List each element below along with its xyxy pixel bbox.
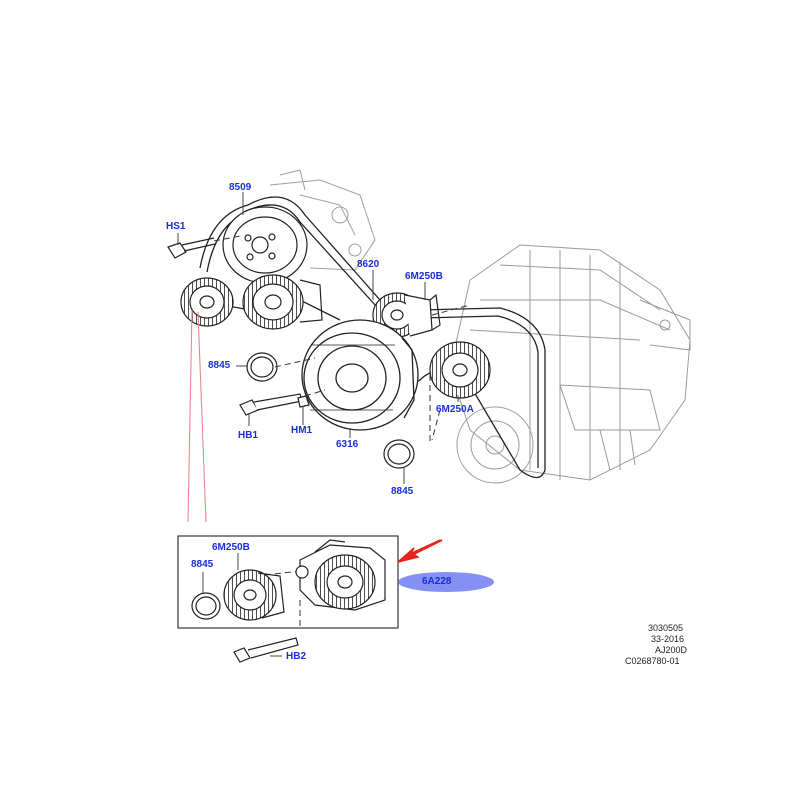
callout-hb1: HB1 — [238, 430, 259, 441]
callout-leaders — [177, 192, 459, 657]
callout-8620: 8620 — [357, 259, 380, 270]
callout-6m250b-inset: 6M250B — [212, 542, 250, 553]
bolt-hb2 — [233, 637, 299, 663]
engine-ghost-top — [269, 169, 376, 271]
callout-6a228: 6A228 — [422, 576, 452, 587]
reference-line-4: C0268780-01 — [625, 656, 680, 666]
reference-line-2: 33-2016 — [651, 634, 685, 644]
alternator-ghost — [449, 244, 691, 484]
inset-idler-pulley — [223, 569, 285, 621]
callout-6m250a: 6M250A — [436, 404, 474, 415]
callout-8845-left: 8845 — [208, 360, 231, 371]
assembly-dashes — [213, 235, 471, 630]
part-highlight — [398, 572, 494, 592]
crankshaft-damper — [301, 319, 419, 431]
callout-hm1: HM1 — [291, 425, 313, 436]
callout-8845-bottom: 8845 — [391, 486, 414, 497]
callout-hs1: HS1 — [166, 221, 186, 232]
callout-8509: 8509 — [229, 182, 252, 193]
idler-pulley-mid — [242, 274, 323, 330]
callout-8845-inset: 8845 — [191, 559, 214, 570]
callout-6m250b-top: 6M250B — [405, 271, 443, 282]
red-leader-lines — [187, 309, 207, 523]
reference-line-3: AJ200D — [655, 645, 688, 655]
reference-line-1: 3030505 — [648, 623, 684, 633]
bolts — [167, 237, 310, 416]
idler-pulley-left — [180, 277, 234, 327]
idler-6m250a — [429, 341, 491, 399]
water-pump-pulley — [222, 206, 308, 284]
inset-tensioner — [295, 539, 386, 611]
inset-dust-cap — [191, 592, 221, 620]
callout-6316: 6316 — [336, 439, 359, 450]
callout-hb2: HB2 — [286, 651, 307, 662]
